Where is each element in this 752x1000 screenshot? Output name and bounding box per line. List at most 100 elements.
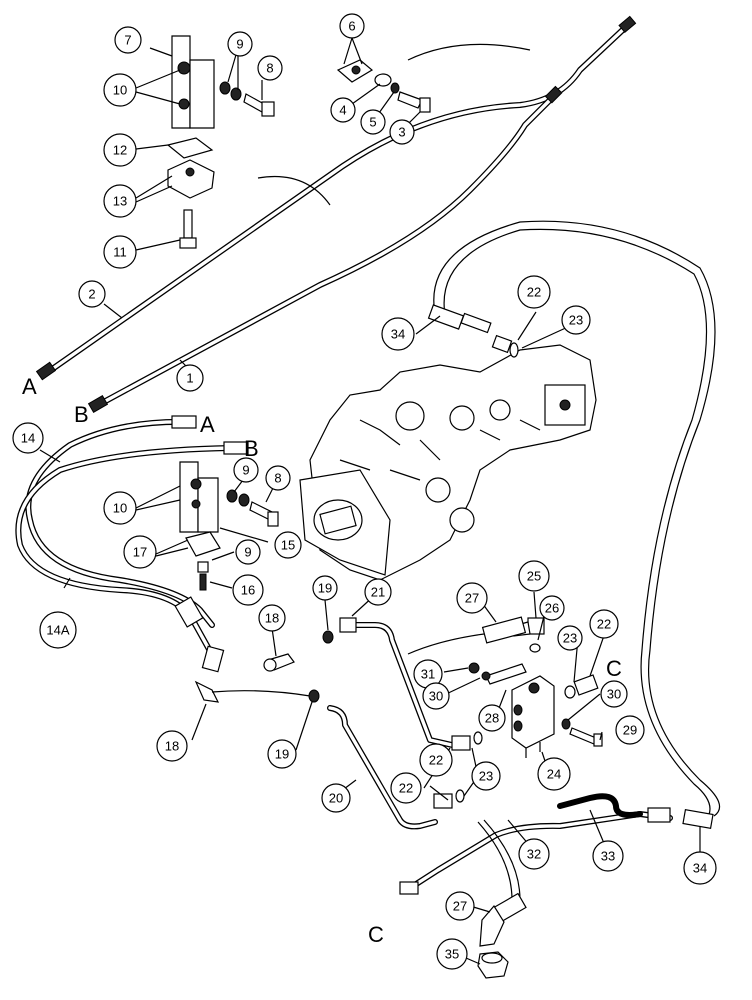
callout-14: 14	[12, 422, 44, 454]
fitting-19-lower	[308, 689, 320, 703]
bracket-upper	[171, 35, 215, 129]
fitting-22-top	[491, 334, 519, 358]
svg-text:14: 14	[21, 431, 35, 446]
svg-text:17: 17	[133, 545, 147, 560]
callout-26: 26	[539, 595, 565, 621]
svg-text:1: 1	[186, 371, 193, 386]
hose-27-lower	[477, 819, 527, 947]
callout-18-lower: 18	[156, 730, 188, 762]
callout-13: 13	[103, 184, 137, 218]
callout-21: 21	[364, 578, 392, 606]
fitting-22-lower-b	[433, 789, 465, 809]
tube-33	[557, 793, 671, 823]
callout-23-pump: 23	[561, 305, 591, 335]
bracket-lower	[179, 461, 221, 591]
svg-text:3: 3	[398, 125, 405, 140]
nut-31	[468, 662, 480, 674]
letter-B-right: B	[244, 436, 259, 461]
svg-text:30: 30	[607, 687, 621, 702]
callout-27-top: 27	[456, 582, 488, 614]
svg-text:27: 27	[465, 591, 479, 606]
tube-1	[87, 85, 563, 414]
clamp-assembly-top	[336, 59, 431, 113]
svg-text:22: 22	[527, 285, 541, 300]
adapter-27-top	[407, 616, 527, 655]
svg-text:30: 30	[429, 689, 443, 704]
callout-20: 20	[321, 783, 351, 813]
svg-text:33: 33	[601, 849, 615, 864]
svg-text:19: 19	[275, 747, 289, 762]
svg-text:9: 9	[244, 545, 251, 560]
svg-text:12: 12	[113, 143, 127, 158]
letter-C-right: C	[606, 656, 622, 681]
svg-text:34: 34	[391, 327, 405, 342]
svg-text:26: 26	[545, 601, 559, 616]
callout-10-top: 10	[103, 73, 137, 107]
callout-22-lower-b: 22	[390, 772, 422, 804]
clamp-13	[167, 159, 215, 199]
tube-21	[339, 617, 455, 748]
letter-A-left: A	[22, 374, 37, 399]
svg-text:25: 25	[527, 569, 541, 584]
svg-text:23: 23	[479, 769, 493, 784]
callout-22-lower-a: 22	[419, 743, 453, 777]
svg-text:18: 18	[165, 739, 179, 754]
svg-text:28: 28	[485, 711, 499, 726]
svg-text:22: 22	[429, 753, 443, 768]
callout-2: 2	[78, 280, 106, 308]
callout-8-top: 8	[257, 55, 283, 81]
plate-12	[166, 137, 214, 159]
callout-17: 17	[123, 535, 157, 569]
callout-29: 29	[615, 715, 645, 745]
svg-text:27: 27	[453, 899, 467, 914]
arc-mark	[257, 175, 331, 206]
callout-7: 7	[114, 26, 142, 54]
callout-25: 25	[518, 560, 550, 592]
svg-text:16: 16	[241, 583, 255, 598]
hose-14	[25, 415, 215, 628]
callout-15: 15	[274, 531, 302, 559]
svg-text:10: 10	[113, 501, 127, 516]
svg-text:13: 13	[113, 194, 127, 209]
plate-28	[485, 663, 527, 685]
callout-3: 3	[389, 119, 415, 145]
svg-text:7: 7	[124, 33, 131, 48]
washers-9-8-mid	[226, 489, 279, 527]
svg-text:23: 23	[563, 631, 577, 646]
callout-34-bottom: 34	[683, 851, 717, 885]
fitting-18-upper	[263, 653, 295, 672]
callout-5: 5	[360, 109, 386, 135]
svg-text:10: 10	[113, 83, 127, 98]
svg-text:22: 22	[597, 617, 611, 632]
callout-4: 4	[330, 97, 356, 123]
bolt-11	[179, 209, 197, 249]
cap-35	[477, 951, 509, 979]
svg-text:9: 9	[242, 463, 249, 478]
callout-9-low: 9	[235, 539, 261, 565]
svg-text:8: 8	[274, 471, 281, 486]
callout-19-upper: 19	[312, 575, 338, 601]
svg-text:35: 35	[445, 947, 459, 962]
svg-text:29: 29	[623, 723, 637, 738]
callout-30-right: 30	[600, 680, 628, 708]
callout-23-valve: 23	[557, 625, 583, 651]
letter-C-bottom: C	[368, 922, 384, 947]
callout-33: 33	[592, 840, 624, 872]
valve-block-24	[511, 675, 555, 758]
callout-22-pump: 22	[517, 275, 551, 309]
callout-19-lower: 19	[267, 739, 297, 769]
callout-9-top: 9	[227, 31, 253, 57]
svg-text:4: 4	[339, 103, 346, 118]
svg-text:34: 34	[693, 861, 707, 876]
tube-2	[35, 15, 637, 381]
svg-text:20: 20	[329, 791, 343, 806]
svg-text:31: 31	[421, 667, 435, 682]
svg-text:24: 24	[547, 767, 561, 782]
callout-16: 16	[232, 574, 264, 606]
callout-6: 6	[339, 13, 365, 39]
callout-12: 12	[103, 133, 137, 167]
callout-9-mid: 9	[233, 457, 259, 483]
callout-28: 28	[478, 704, 506, 732]
letter-B-left: B	[74, 402, 89, 427]
